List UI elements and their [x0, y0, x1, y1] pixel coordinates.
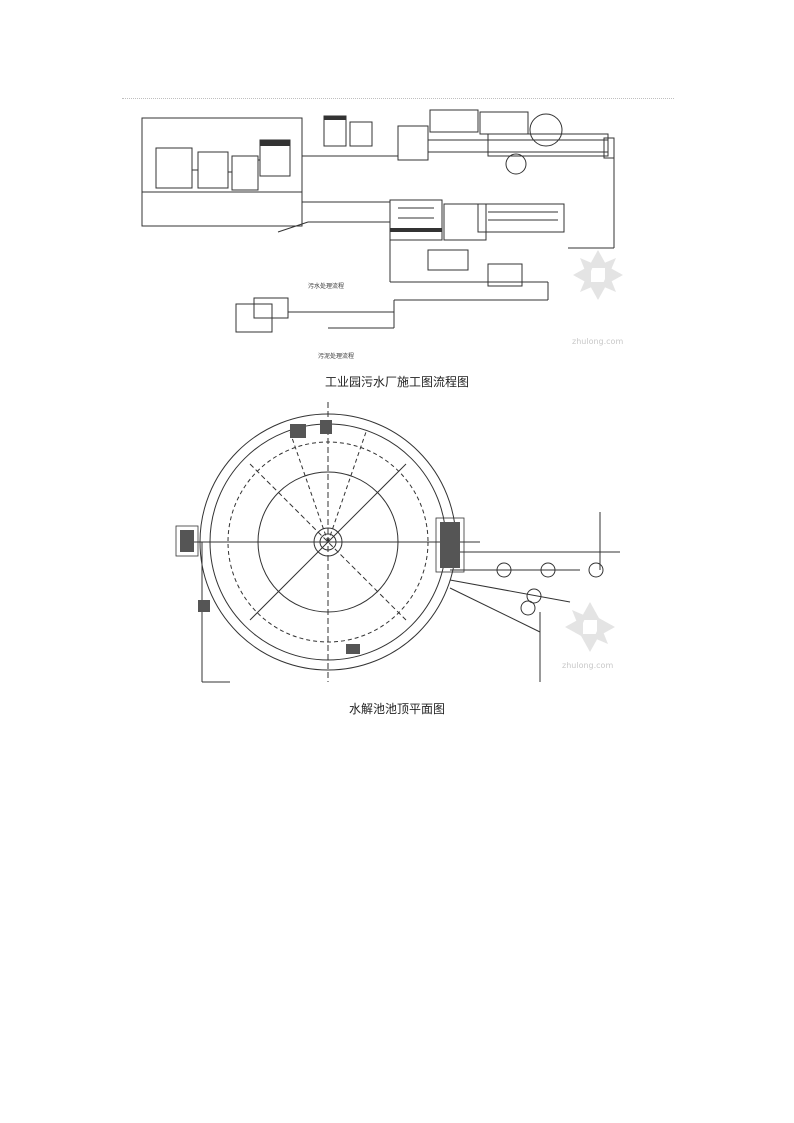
watermark-logo-icon — [573, 250, 623, 300]
watermark-text: zhulong.com — [562, 661, 613, 670]
flow-diagram-section-label: 污泥处理流程 — [318, 352, 354, 360]
flow-diagram-caption: 工业园污水厂施工图流程图 — [324, 375, 469, 389]
tank-plan-figure: zhulong.com — [150, 392, 640, 694]
tank-plan-caption: 水解池池顶平面图 — [348, 702, 445, 716]
tank-plan-drawing: zhulong.com — [175, 402, 620, 683]
watermark-text: zhulong.com — [572, 337, 623, 346]
flow-diagram-drawing: 污水处理流程 污泥处理流程 zhulong.com — [141, 109, 623, 360]
flow-diagram-figure: 污水处理流程 污泥处理流程 zhulong.com — [128, 100, 646, 362]
flow-diagram-section-label: 污水处理流程 — [308, 282, 344, 290]
header-rule — [122, 98, 674, 99]
watermark-logo-icon — [565, 602, 615, 652]
